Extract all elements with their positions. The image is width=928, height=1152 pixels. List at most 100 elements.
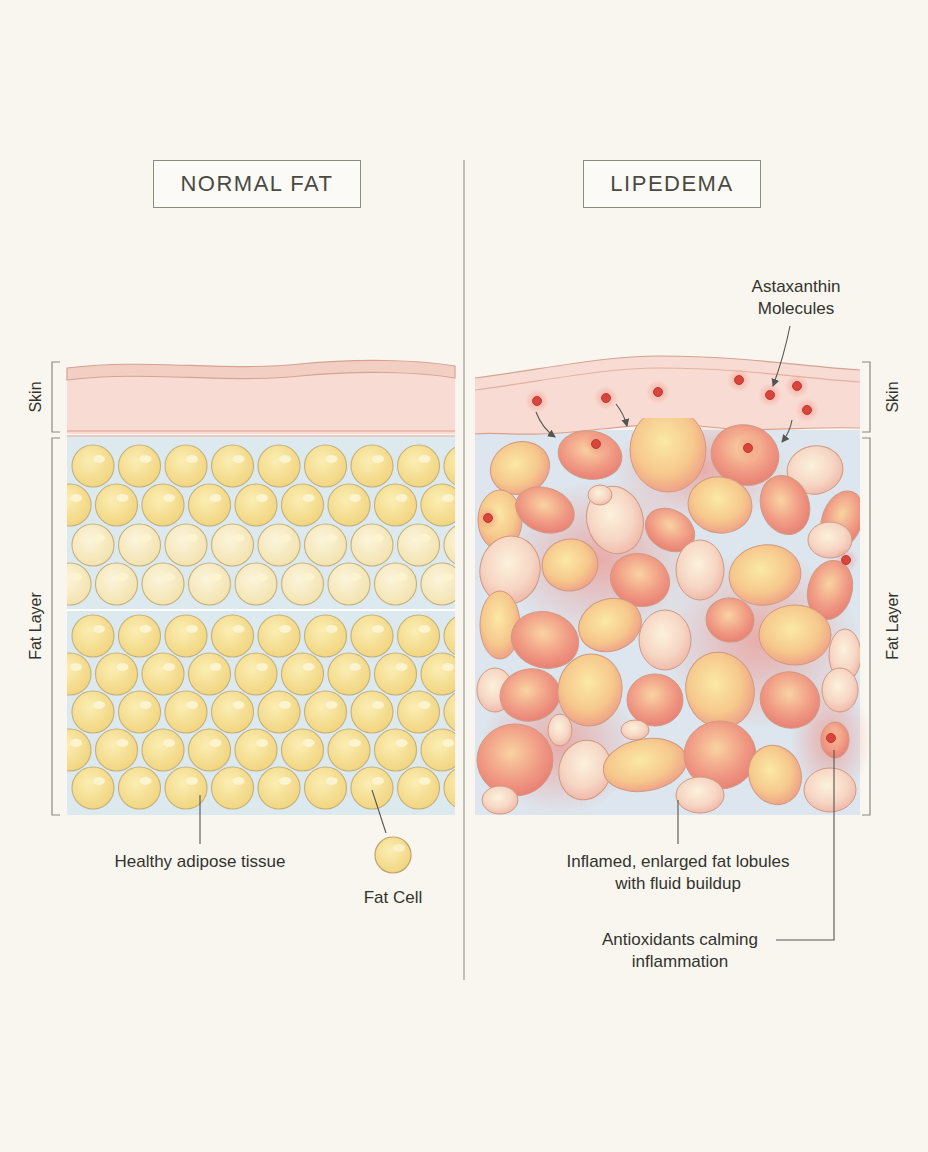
fat-lobule — [676, 777, 724, 813]
fat-cell — [189, 653, 231, 695]
cell-highlight — [140, 625, 152, 633]
cell-highlight — [186, 701, 198, 709]
fat-cell — [328, 563, 370, 605]
cell-highlight — [233, 455, 245, 463]
molecule-glow — [736, 436, 760, 460]
fat-cell — [72, 615, 114, 657]
cell-highlight — [70, 663, 82, 671]
panel-divider — [463, 160, 464, 980]
fat-cell — [351, 445, 393, 487]
leader-arrow — [773, 326, 790, 386]
fat-cell — [212, 691, 254, 733]
fat-cell — [67, 484, 91, 526]
fat-cell — [282, 653, 324, 695]
fat-lobule — [804, 768, 856, 812]
fat-cell — [67, 729, 91, 771]
cell-highlight — [70, 573, 82, 581]
fat-lobule — [752, 663, 828, 736]
leader-line — [199, 795, 200, 844]
cell-highlight — [303, 739, 315, 747]
cell-highlight — [349, 663, 361, 671]
cell-highlight — [256, 663, 268, 671]
cell-highlight — [396, 739, 408, 747]
layer-label: Fat Layer — [25, 592, 47, 660]
molecule-glow — [476, 506, 500, 530]
fat-cell — [96, 729, 138, 771]
cell-highlight — [233, 777, 245, 785]
fat-cell — [444, 691, 455, 733]
fat-cell — [67, 484, 91, 526]
fat-cell — [351, 767, 393, 809]
leader-arrow — [616, 404, 627, 426]
fat-cell — [351, 445, 393, 487]
cell-highlight — [419, 455, 431, 463]
astaxanthin-molecules — [476, 368, 858, 750]
cell-highlight — [372, 777, 384, 785]
fat-cell — [421, 484, 455, 526]
fat-cell — [96, 653, 138, 695]
fat-cell — [212, 615, 254, 657]
leader-arrow — [782, 420, 792, 442]
leader-line — [677, 800, 678, 844]
fat-cell — [375, 563, 417, 605]
callout-label: Astaxanthin Molecules — [734, 276, 859, 320]
cell-highlight — [442, 663, 454, 671]
cell-highlight — [326, 777, 338, 785]
fat-cell — [351, 524, 393, 566]
molecule-dot — [766, 391, 775, 400]
bracket — [52, 362, 60, 432]
fat-cell — [258, 615, 300, 657]
cell-highlight — [93, 625, 105, 633]
fat-cell — [189, 563, 231, 605]
cell-highlight — [442, 494, 454, 502]
cell-highlight — [117, 573, 129, 581]
fat-cell — [96, 484, 138, 526]
cell-highlight — [442, 739, 454, 747]
fat-cell — [96, 729, 138, 771]
cell-highlight — [117, 739, 129, 747]
cell-highlight — [326, 534, 338, 542]
fat-cell — [351, 524, 393, 566]
cell-highlight — [163, 739, 175, 747]
fat-cell — [96, 484, 138, 526]
cell-highlight — [396, 573, 408, 581]
fat-cell — [398, 615, 440, 657]
fat-lobule — [752, 469, 818, 542]
fat-lobule — [684, 472, 757, 538]
astaxanthin-molecule — [785, 374, 809, 398]
fat-cell — [119, 615, 161, 657]
fat-cell — [305, 767, 347, 809]
epidermis — [67, 360, 455, 380]
fat-cell — [72, 767, 114, 809]
fat-cell — [444, 767, 455, 809]
fat-cell — [282, 563, 324, 605]
fat-lobule — [621, 720, 649, 740]
fat-cell — [142, 729, 184, 771]
fat-cell — [282, 729, 324, 771]
fat-cell — [398, 445, 440, 487]
fat-cell — [305, 524, 347, 566]
cell-highlight — [256, 494, 268, 502]
fat-cell — [258, 691, 300, 733]
fat-cell — [282, 653, 324, 695]
fat-cell — [258, 767, 300, 809]
fat-cell — [375, 729, 417, 771]
heading-text: LIPEDEMA — [610, 170, 733, 198]
fat-cell — [351, 691, 393, 733]
fat-cell — [444, 445, 455, 487]
fat-cell — [72, 524, 114, 566]
fat-cell — [67, 653, 91, 695]
fat-cell — [72, 445, 114, 487]
fat-cell — [421, 729, 455, 771]
cell-highlight — [326, 455, 338, 463]
fat-cell — [444, 445, 455, 487]
fat-cell — [421, 729, 455, 771]
fat-cell — [305, 445, 347, 487]
fat-cell — [96, 653, 138, 695]
molecule-glow — [594, 386, 618, 410]
cell-highlight — [349, 494, 361, 502]
fat-layer-ground — [67, 437, 455, 815]
leader-line — [776, 750, 834, 940]
